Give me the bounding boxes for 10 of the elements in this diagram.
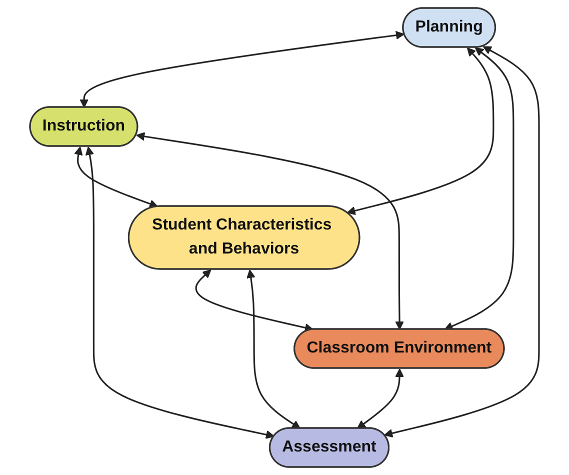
arrow [384, 46, 540, 438]
arrow [136, 132, 404, 330]
arrow [346, 47, 494, 216]
arrow [74, 146, 158, 208]
arrow [195, 269, 314, 332]
arrow [444, 47, 514, 330]
arrow [246, 270, 301, 429]
arrow [80, 30, 404, 108]
arrow [85, 146, 275, 439]
arrow [356, 368, 404, 429]
